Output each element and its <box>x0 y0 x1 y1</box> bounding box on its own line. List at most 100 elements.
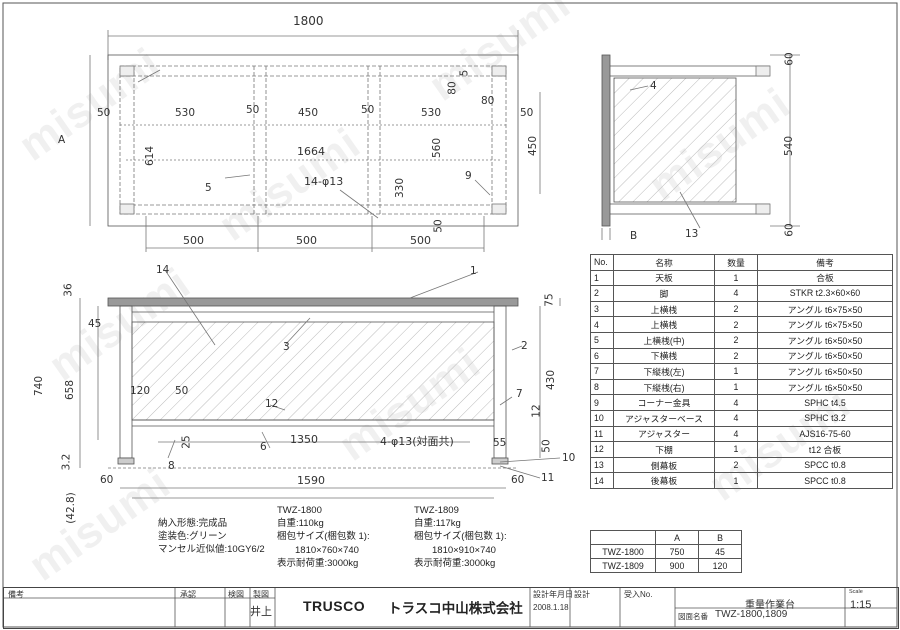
table-cell: 4 <box>714 425 758 443</box>
dim-560: 560 <box>431 137 444 159</box>
dim-500: 500 <box>296 234 317 247</box>
dim-530: 530 <box>175 107 196 119</box>
dim-50: 50 <box>520 107 534 119</box>
title-block-design-date-label: 設計年月日 <box>533 590 573 599</box>
drawing-number: TWZ-1800,1809 <box>715 609 788 620</box>
drawing-title: 重量作業台 <box>745 600 795 611</box>
dim-A: A <box>58 134 66 146</box>
table-cell: 45 <box>698 544 742 559</box>
part-tag-13: 13 <box>685 228 699 240</box>
spec-line: 1810×910×740 <box>432 544 496 556</box>
dim-36: 36 <box>62 283 75 297</box>
dim-60: 60 <box>783 52 796 66</box>
table-cell: アングル t6×50×50 <box>757 347 893 365</box>
table-cell: 天板 <box>613 269 715 287</box>
table-cell: 上横桟 <box>613 300 715 318</box>
top-view <box>89 30 541 252</box>
dim-80: 80 <box>446 81 459 95</box>
dim-45: 45 <box>88 318 102 330</box>
dim-614: 614 <box>144 145 157 167</box>
dim-50: 50 <box>246 104 260 116</box>
table-row: TWZ-1800 750 45 <box>590 544 742 559</box>
spec-line: 梱包サイズ(梱包数 1): <box>414 531 507 543</box>
table-cell: SPHC t3.2 <box>757 409 893 427</box>
dim-55: 55 <box>493 437 507 449</box>
part-tag-12: 12 <box>265 398 279 410</box>
table-cell: 4 <box>714 409 758 427</box>
part-tag-8: 8 <box>168 460 175 472</box>
table-cell: 900 <box>655 558 699 573</box>
part-tag-2: 2 <box>521 340 528 352</box>
table-cell: 上横桟(中) <box>613 331 715 349</box>
part-tag-4: 4 <box>650 80 657 92</box>
title-block-design: 設計 <box>574 590 590 599</box>
dim-330: 330 <box>394 177 407 199</box>
dim-500: 500 <box>410 234 431 247</box>
title-block-approval: 承認 <box>180 590 196 599</box>
drawing-number-label: 図面名番 <box>678 612 708 621</box>
table-cell: 2 <box>590 285 614 302</box>
spec-line: 塗装色:グリーン <box>158 531 227 543</box>
spec-line: 自重:110kg <box>277 518 324 530</box>
part-tag-1: 1 <box>470 265 477 277</box>
table-cell: 1 <box>714 472 758 489</box>
table-cell: 側幕板 <box>613 456 715 474</box>
table-cell: 3 <box>590 300 614 318</box>
table-cell: コーナー金具 <box>613 394 715 411</box>
title-block-remarks: 備考 <box>8 590 24 599</box>
table-cell: 2 <box>714 331 758 349</box>
title-block-receipt-no: 受入No. <box>624 590 653 599</box>
table-cell: 5 <box>590 331 614 349</box>
table-cell: TWZ-1800 <box>590 544 656 559</box>
dim-658: 658 <box>64 379 77 401</box>
table-cell: アングル t6×75×50 <box>757 300 893 318</box>
title-block <box>3 587 899 629</box>
table-header: A <box>655 530 699 545</box>
hole-callout: 14-φ13 <box>304 175 344 188</box>
part-tag-5: 5 <box>205 182 212 194</box>
table-cell: 9 <box>590 394 614 411</box>
table-cell: 下横桟 <box>613 347 715 365</box>
part-tag-14: 14 <box>156 264 170 276</box>
spec-line: TWZ-1809 <box>414 505 459 516</box>
table-cell: 下縦桟(右) <box>613 378 715 396</box>
hole-callout-front: 4-φ13(対面共) <box>380 435 454 448</box>
spec-line: 自重:117kg <box>414 518 461 530</box>
table-cell: 脚 <box>613 285 715 302</box>
table-cell: 1 <box>714 441 758 458</box>
table-cell: 1 <box>714 363 758 380</box>
table-cell: SPCC t0.8 <box>757 456 893 474</box>
dim-60: 60 <box>100 474 114 486</box>
brand-logo-en: TRUSCO <box>303 598 366 614</box>
dim-B: B <box>630 230 638 242</box>
spec-line: 表示耐荷重:3000kg <box>277 557 359 569</box>
part-tag-7: 7 <box>516 388 523 400</box>
table-cell: 6 <box>590 347 614 365</box>
title-block-draft: 製図 <box>253 590 269 599</box>
dim-500: 500 <box>183 234 204 247</box>
dim-60: 60 <box>511 474 525 486</box>
title-block-lines <box>3 587 897 627</box>
spec-line: 梱包サイズ(梱包数 1): <box>277 531 370 543</box>
dim-5: 5 <box>458 69 471 77</box>
table-header <box>590 530 656 545</box>
table-header-row: No. 名称 数量 備考 <box>590 254 893 271</box>
table-cell: アジャスターベース <box>613 409 715 427</box>
table-cell: 1 <box>714 269 758 287</box>
part-tag-11: 11 <box>541 472 555 484</box>
side-view <box>601 54 800 240</box>
table-cell: 2 <box>714 347 758 365</box>
table-cell: アングル t6×50×50 <box>757 378 893 396</box>
scale-value: 1:15 <box>850 599 872 611</box>
